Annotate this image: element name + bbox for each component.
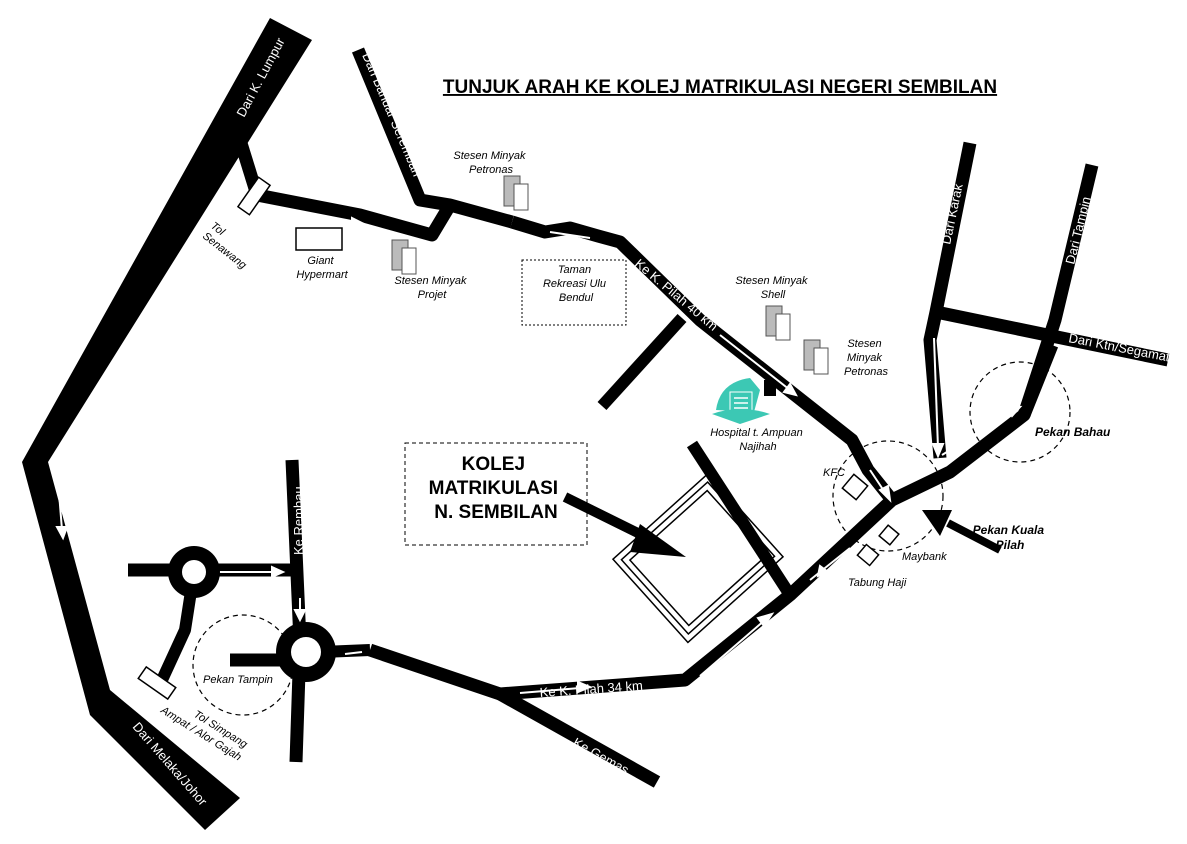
petronas1-station-icon: [503, 175, 529, 211]
label-petronas2: Stesen Minyak Petronas: [844, 338, 889, 378]
label-tol-senawang: Tol Senawang: [200, 220, 257, 272]
label-hospital: Hospital t. Ampuan Najihah: [710, 427, 806, 453]
tol-senawang-gate: [236, 176, 272, 216]
kfc-building: [841, 473, 869, 501]
label-giant: Giant Hypermart: [296, 255, 348, 281]
maybank-building: [878, 524, 900, 546]
road-label-ke-pilah-34: Ke K. Pilah 34 km: [539, 678, 643, 700]
label-petronas1: Stesen Minyak Petronas: [453, 150, 528, 176]
giant-hypermart-building: [295, 227, 343, 251]
pekan-bahau-area: [969, 361, 1071, 463]
label-maybank: Maybank: [902, 551, 947, 563]
tabung-haji-building: [856, 543, 880, 567]
map-title: TUNJUK ARAH KE KOLEJ MATRIKULASI NEGERI …: [443, 77, 997, 98]
hospital-icon: [712, 378, 770, 424]
roundabout-tampin: [276, 622, 336, 682]
label-pekan-bahau: Pekan Bahau: [1035, 425, 1111, 439]
pekan-kuala-pilah-area: [832, 440, 944, 552]
road-label-ke-rembau: Ke Rembau: [291, 486, 306, 555]
taman-rekreasi-area: [521, 259, 627, 326]
direction-arrows: [55, 211, 1023, 694]
label-tabung-haji: Tabung Haji: [848, 577, 907, 589]
shell-station-icon: [765, 305, 791, 341]
hospital-junction-marker: [764, 380, 776, 396]
label-taman: Taman Rekreasi Ulu Bendul: [543, 264, 609, 304]
label-pekan-kuala-pilah: Pekan Kuala Pilah: [973, 523, 1048, 552]
kolej-building: [611, 472, 785, 644]
label-projet: Stesen Minyak Projet: [394, 275, 469, 301]
tol-simpang-gate: [137, 665, 177, 701]
label-kolej: KOLEJ MATRIKULASI N. SEMBILAN: [429, 454, 564, 523]
label-pekan-tampin: Pekan Tampin: [203, 674, 273, 686]
projet-station-icon: [391, 239, 417, 275]
roundabout-rembau: [168, 546, 220, 598]
kolej-pointer-arrow: [562, 492, 686, 557]
kuala-pilah-pointer-arrow: [922, 510, 1002, 554]
road-label-dari-segamat: Dari Ktn/Segamat: [1067, 330, 1171, 364]
road-label-dari-seremban: Dari Bandar Seremban: [359, 50, 425, 178]
label-shell: Stesen Minyak Shell: [735, 275, 810, 301]
kolej-label-box: [404, 442, 588, 546]
petronas2-station-icon: [803, 339, 829, 375]
label-kfc: KFC: [823, 467, 845, 479]
road-label-dari-tampin: Dari Tampin: [1062, 195, 1093, 266]
